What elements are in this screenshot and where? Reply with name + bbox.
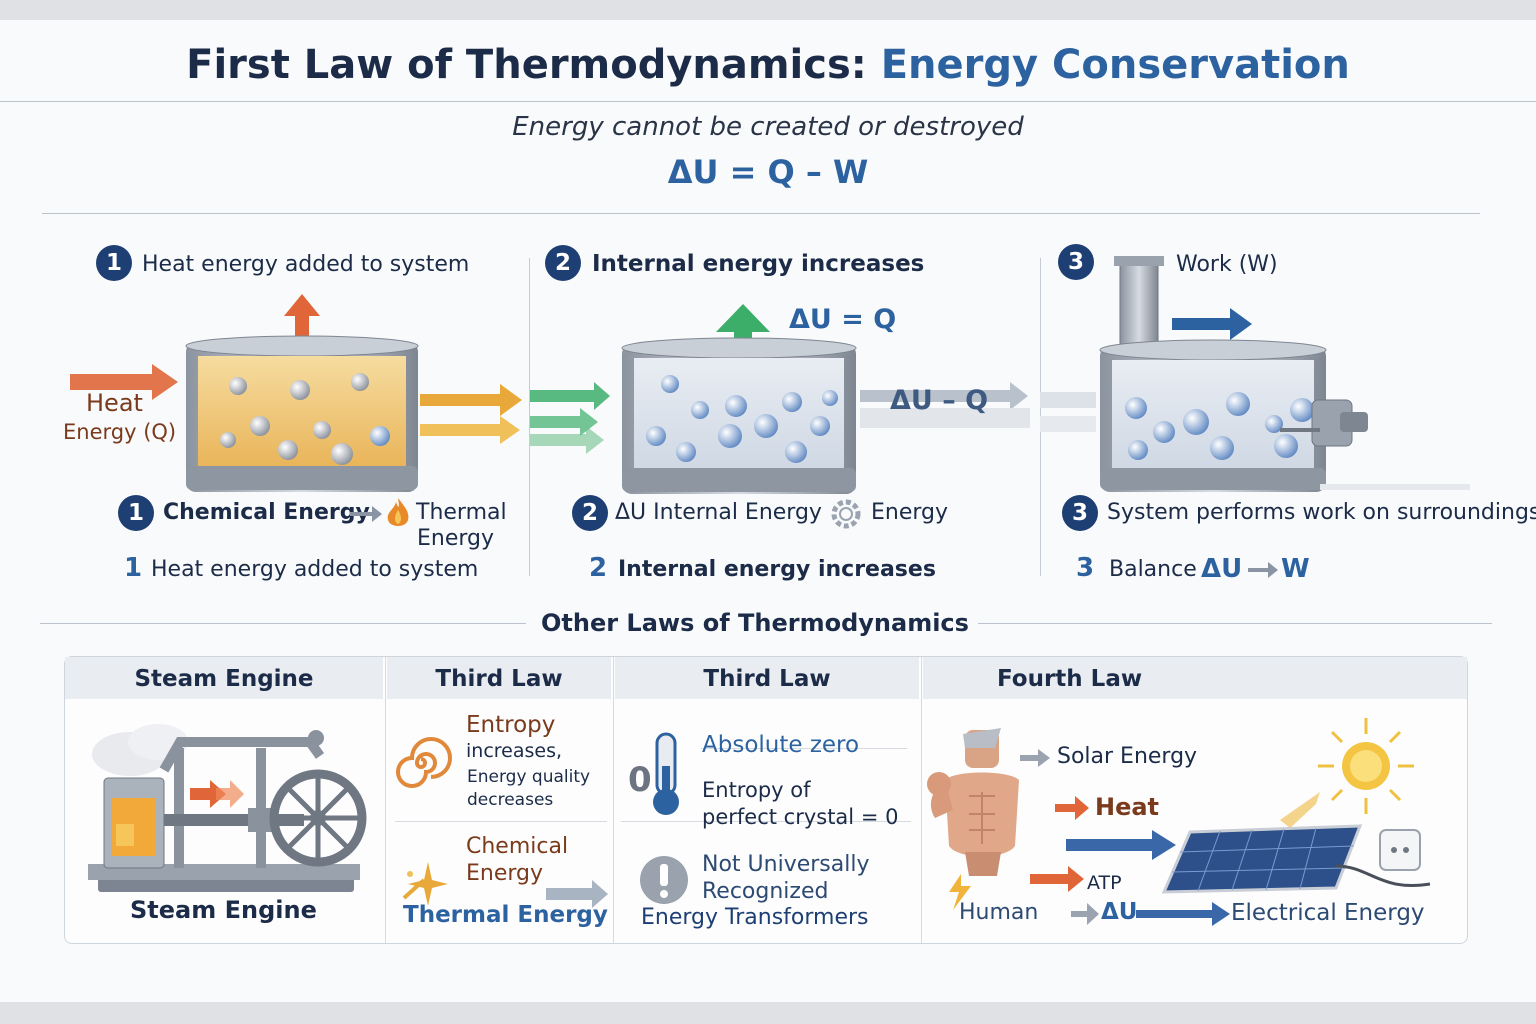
entropy-of-label: Entropy of (702, 778, 811, 802)
step-2-badge: 2 (545, 245, 581, 281)
entropy-line2: increases, (466, 740, 563, 762)
heat-up-arrow (284, 294, 320, 348)
steam-engine-caption: Steam Engine (130, 896, 317, 924)
step-2-caption-badge: 2 (572, 495, 608, 531)
absolute-zero-label: Absolute zero (702, 732, 860, 758)
step-2-illustration (530, 304, 1030, 494)
step-3-caption-badge: 3 (1062, 495, 1098, 531)
delta-u-caption: ΔU (1101, 899, 1138, 925)
flame-icon (387, 498, 409, 526)
thermal-energy-label: Energy (417, 526, 495, 551)
arrow-right-icon (1248, 562, 1278, 578)
atp-label: ATP (1087, 872, 1122, 894)
arrow-right-icon (546, 880, 608, 908)
heat-label-fourth: Heat (1095, 793, 1160, 821)
chemical-label: Chemical (466, 834, 569, 859)
energy-q-label: Energy (Q) (63, 420, 177, 444)
work-on-surroundings-label: System performs work on surroundings (1107, 500, 1536, 525)
entropy-line3: Energy quality (467, 767, 591, 787)
column-separator (529, 258, 530, 576)
balance-w: W (1281, 554, 1310, 584)
energy-label: Energy (871, 500, 949, 525)
arrow-right-icon (1020, 749, 1050, 767)
internal-energy-label: ΔU Internal Energy (615, 500, 822, 525)
arrow-right-icon (1136, 902, 1230, 926)
step-1-footer-number: 1 (124, 553, 143, 583)
outlet-icon (1379, 829, 1421, 871)
step-1-footer-text: Heat energy added to system (151, 557, 479, 582)
arrow-right-icon (1055, 796, 1089, 820)
subtitle: Energy cannot be created or destroyed (512, 112, 1024, 142)
human-icon (927, 728, 1019, 910)
chemical-energy-label: Chemical Energy (163, 500, 370, 525)
balance-label: Balance (1109, 557, 1197, 582)
step-1-illustration (70, 294, 522, 492)
entropy-line4: decreases (467, 790, 554, 810)
section-title: Other Laws of Thermodynamics (541, 609, 969, 637)
not-universally-label: Not Universally (702, 852, 870, 877)
title-divider (0, 101, 1536, 102)
arrow-right-icon (350, 506, 382, 522)
solar-panel-icon (1161, 824, 1431, 894)
step-3-illustration (1040, 256, 1470, 492)
step-2-heading: Internal energy increases (592, 251, 925, 277)
recognized-label: Recognized (702, 879, 829, 904)
exclamation-icon (640, 856, 688, 904)
page: First Law of Thermodynamics: Energy Cons… (0, 20, 1536, 1002)
step-1-heading: Heat energy added to system (142, 252, 470, 277)
solar-energy-label: Solar Energy (1057, 744, 1198, 769)
step-1-badge: 1 (96, 245, 132, 281)
step-2-footer-text: Internal energy increases (618, 557, 936, 582)
main-formula: ΔU = Q – W (667, 153, 869, 191)
chemical-energy-line2: Energy (466, 861, 544, 886)
thermal-energy-caption: Thermal Energy (403, 902, 608, 928)
column-header-steam-engine: Steam Engine (65, 657, 383, 699)
arrow-right-icon (1030, 866, 1084, 892)
sun-icon (1280, 718, 1414, 828)
section-divider-left (40, 623, 526, 624)
energy-transformers-caption: Energy Transformers (641, 905, 869, 930)
step-2-footer-number: 2 (589, 553, 608, 583)
delta-u-minus-q-label: ΔU – Q (890, 385, 989, 416)
page-title: First Law of Thermodynamics: Energy Cons… (186, 42, 1350, 88)
step-3-footer-number: 3 (1076, 553, 1095, 583)
steam-engine-icon (88, 724, 367, 892)
sparkle-icon (402, 862, 448, 906)
column-header-third-law-1: Third Law (387, 657, 611, 699)
balance-delta-u: ΔU (1201, 554, 1243, 584)
step-1-caption-badge: 1 (118, 495, 154, 531)
heat-label: Heat (86, 389, 143, 417)
delta-u-equals-q-tag: ΔU = Q (789, 304, 897, 335)
perfect-crystal-label: perfect crystal = 0 (702, 805, 899, 829)
energy-up-arrow (716, 304, 770, 364)
human-caption: Human (959, 900, 1039, 925)
work-label: Work (W) (1176, 252, 1278, 277)
gear-icon (831, 499, 861, 529)
spiral-icon (396, 737, 452, 788)
thermometer-icon (653, 732, 679, 815)
arrow-right-icon (1071, 903, 1099, 925)
formula-divider (42, 213, 1480, 214)
heat-input-arrow (70, 364, 178, 400)
column-header-third-law-2: Third Law (615, 657, 919, 699)
thermal-label: Thermal (416, 500, 507, 525)
electrical-energy-caption: Electrical Energy (1231, 900, 1425, 926)
arrow-right-icon (1066, 830, 1176, 860)
section-divider-right (978, 623, 1492, 624)
thermo-digit: 0 (628, 760, 652, 800)
column-header-fourth-law: Fourth Law (923, 657, 1467, 699)
step-3-badge: 3 (1058, 244, 1094, 280)
entropy-title: Entropy (466, 712, 556, 738)
